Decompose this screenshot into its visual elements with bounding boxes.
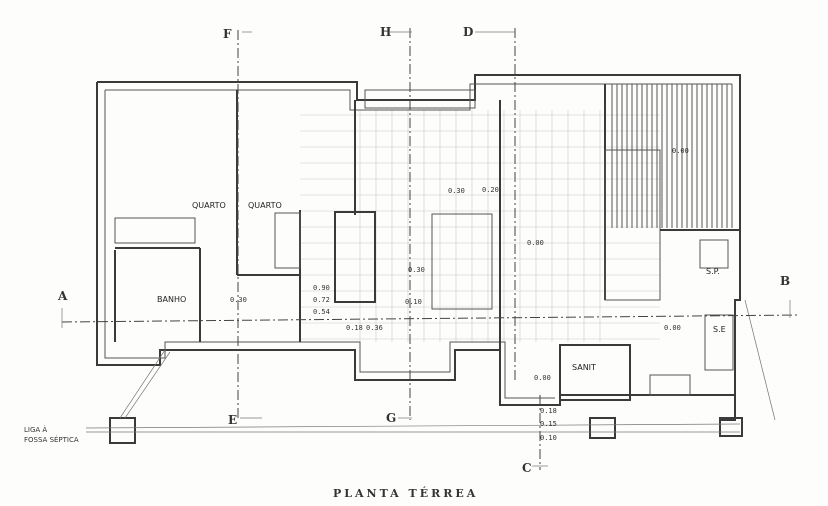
level-mark: 0.00: [527, 239, 544, 247]
room-label-quarto-1: QUARTO: [192, 201, 226, 210]
septic-note-line1: LIGA À: [24, 425, 47, 434]
section-label-f: F: [223, 27, 232, 41]
level-mark: 0.10: [540, 434, 557, 442]
level-mark: 0.18: [346, 324, 363, 332]
terrace-deck: [611, 84, 733, 228]
drawing-title: PLANTA TÉRREA: [333, 486, 478, 500]
level-mark: 0.10: [405, 298, 422, 306]
septic-note-line2: FOSSA SÉPTICA: [24, 435, 79, 444]
level-mark: 0.15: [540, 420, 557, 428]
level-mark: 0.18: [540, 407, 557, 415]
level-mark: 0.54: [313, 308, 330, 316]
room-label-quarto-2: QUARTO: [248, 201, 282, 210]
section-cuts: [61, 28, 801, 470]
level-mark: 0.90: [313, 284, 330, 292]
level-mark: 0.20: [482, 186, 499, 194]
section-label-h: H: [380, 25, 391, 39]
room-label-sp: S.P.: [706, 267, 720, 276]
septic-pipe: [85, 299, 776, 444]
section-label-g: G: [386, 411, 396, 425]
section-label-e: E: [228, 413, 237, 427]
level-mark: 0.30: [230, 296, 247, 304]
level-mark: 0.36: [366, 324, 383, 332]
room-label-banho: BANHO: [157, 295, 186, 304]
level-mark: 0.30: [408, 266, 425, 274]
section-label-a: A: [57, 289, 68, 303]
section-label-b: B: [780, 274, 790, 288]
level-mark: 0.00: [534, 374, 551, 382]
level-mark: 0.30: [448, 187, 465, 195]
level-mark: 0.00: [664, 324, 681, 332]
level-mark: 0.00: [672, 147, 689, 155]
section-label-c: C: [522, 461, 532, 475]
level-mark: 0.72: [313, 296, 330, 304]
floor-grid: [300, 110, 660, 342]
room-label-se: S.E: [713, 325, 726, 334]
section-label-d: D: [463, 25, 473, 39]
room-label-sanit: SANIT: [572, 363, 596, 372]
interior-walls: [114, 84, 740, 401]
